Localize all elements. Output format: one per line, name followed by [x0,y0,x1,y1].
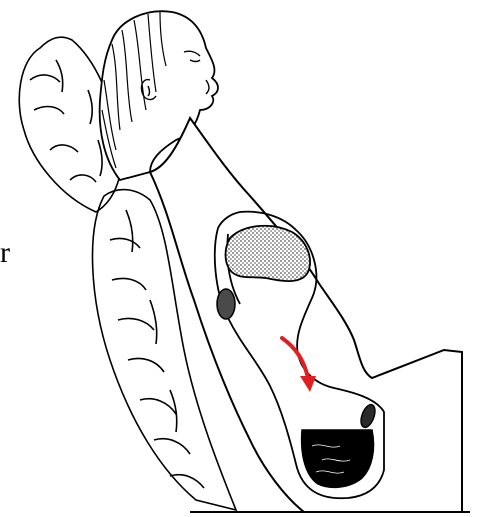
stippled-lung [226,226,311,281]
cropped-edge-letter: r [0,238,10,268]
dark-organ [217,289,235,319]
